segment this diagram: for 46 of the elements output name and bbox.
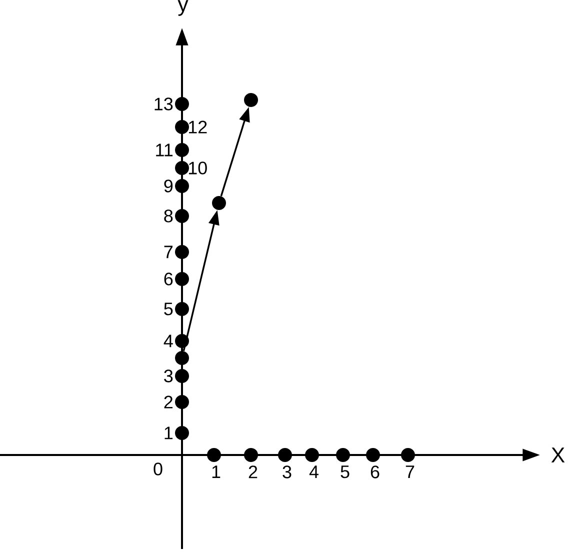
point-dot	[336, 448, 350, 462]
point-label: 5	[340, 466, 350, 478]
point-dot	[278, 448, 292, 462]
point-dot	[244, 448, 258, 462]
point-label: 2	[248, 466, 258, 478]
point-label: 8	[164, 210, 173, 222]
point-label: 3	[282, 466, 292, 478]
point-label: 7	[406, 466, 414, 478]
point-label: 5	[164, 302, 173, 316]
point-dot	[207, 448, 221, 462]
point-dot	[175, 302, 189, 316]
point-label: 4	[164, 334, 173, 348]
point-label: 1	[212, 466, 220, 478]
point-dot	[175, 351, 189, 365]
point-dot	[175, 426, 189, 440]
point-label: 3	[164, 370, 173, 382]
point-label: 6	[370, 466, 380, 478]
point-dot	[212, 196, 226, 210]
point-label: 12	[188, 120, 207, 134]
point-label: 1	[164, 426, 173, 440]
point-label: 10	[188, 162, 207, 174]
point-dot	[401, 448, 415, 462]
point-label: 6	[164, 272, 173, 286]
point-dot	[175, 369, 189, 383]
point-dot	[175, 334, 189, 348]
point-dot	[175, 97, 189, 111]
point-dot	[175, 209, 189, 223]
point-dot	[175, 120, 189, 134]
point-dot	[244, 93, 258, 107]
point-label: 7	[164, 246, 172, 258]
point-dot	[175, 143, 189, 157]
point-label: 4	[309, 466, 318, 478]
point-dot	[175, 161, 189, 175]
axis-label: y	[178, 0, 188, 16]
point-dot	[366, 448, 380, 462]
axis-label: X	[551, 448, 565, 462]
point-label: 11	[156, 144, 173, 156]
point-dot	[175, 245, 189, 259]
point-label: 2	[164, 396, 172, 408]
point-dot	[175, 272, 189, 286]
point-dot	[175, 179, 189, 193]
point-label: 9	[164, 180, 173, 192]
point-dot	[305, 448, 319, 462]
point-dot	[175, 395, 189, 409]
point-label: 13	[154, 98, 173, 110]
axis-label: 0	[154, 462, 162, 476]
